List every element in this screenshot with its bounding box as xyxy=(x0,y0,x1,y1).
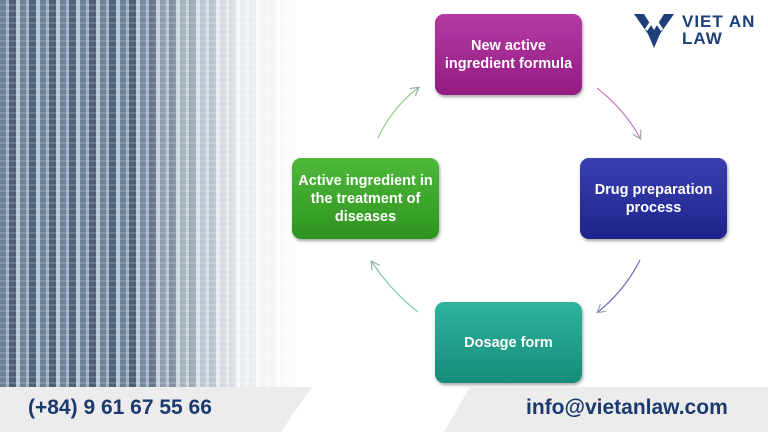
cycle-step-dosage-form: Dosage form xyxy=(435,302,582,383)
arrow-1-to-2 xyxy=(596,87,640,138)
arrow-4-to-1 xyxy=(377,88,418,139)
cycle-step-active-ingredient-treatment: Active ingredient in the treatment of di… xyxy=(292,158,439,239)
footer-right-panel xyxy=(444,387,768,432)
arrow-2-to-3 xyxy=(598,259,641,312)
cycle-step-drug-preparation: Drug preparation process xyxy=(580,158,727,239)
arrow-3-to-4 xyxy=(372,262,419,313)
logo-mark-icon xyxy=(634,14,674,48)
footer-phone[interactable]: (+84) 9 61 67 55 66 xyxy=(28,396,212,419)
footer-left-panel xyxy=(0,387,312,432)
city-background-image xyxy=(0,0,300,390)
cycle-step-new-active-ingredient: New active ingredient formula xyxy=(435,14,582,95)
logo-text-line2: LAW xyxy=(682,29,723,48)
footer-email[interactable]: info@vietanlaw.com xyxy=(526,396,728,419)
logo-text-line1: VIET AN xyxy=(682,12,756,31)
logo: VIET AN LAW xyxy=(632,10,755,50)
